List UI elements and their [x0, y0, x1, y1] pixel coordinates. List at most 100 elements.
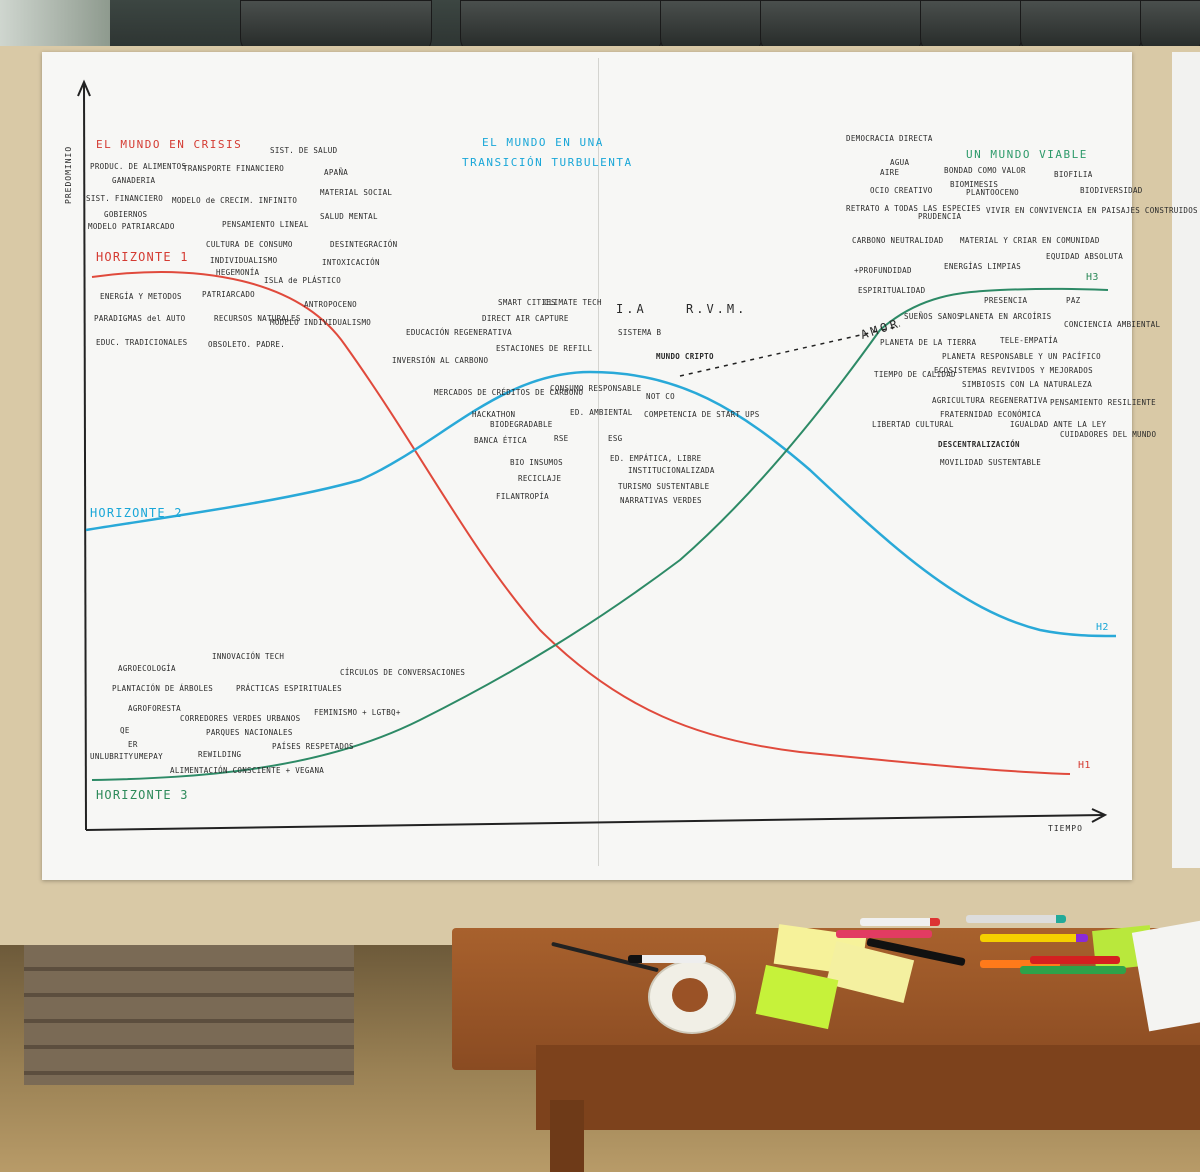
note: QE	[120, 726, 130, 735]
note: MODELO INDIVIDUALISMO	[270, 318, 372, 327]
note: PLANTACIÓN DE ÁRBOLES	[112, 684, 214, 693]
note: IGUALDAD ANTE LA LEY	[1010, 420, 1107, 429]
note: SALUD MENTAL	[320, 212, 378, 221]
paper-seam	[598, 58, 599, 866]
note: MODELO de CRECIM. INFINITO	[172, 196, 298, 205]
note: PRESENCIA	[984, 296, 1028, 305]
note: ESG	[608, 434, 623, 443]
note: ESTACIONES DE REFILL	[496, 344, 593, 353]
note: AGUA	[890, 158, 910, 167]
note: ISLA de PLÁSTICO	[264, 276, 342, 285]
dotted-projection	[679, 325, 901, 377]
note: PARADIGMAS del AUTO	[94, 314, 186, 323]
note: SIST. FINANCIERO	[86, 194, 164, 203]
note: MODELO PATRIARCADO	[88, 222, 175, 231]
marker-yellow	[980, 934, 1088, 942]
x-axis-label: TIEMPO	[1048, 824, 1083, 833]
title-transition-1: EL MUNDO EN UNA	[482, 136, 604, 149]
h2-tag: H2	[1096, 622, 1109, 633]
note: ED. AMBIENTAL	[570, 408, 633, 417]
note: PATRIARCADO	[202, 290, 255, 299]
note: CONSUMO RESPONSABLE	[550, 384, 642, 393]
adjacent-paper	[1172, 52, 1200, 868]
note: OBSOLETO. PADRE.	[208, 340, 286, 349]
note: ANTROPOCENO	[304, 300, 357, 309]
note: BIODIVERSIDAD	[1080, 186, 1143, 195]
note: R.V.M.	[686, 302, 748, 316]
note: AGROECOLOGÍA	[118, 664, 176, 673]
note: CARBONO NEUTRALIDAD	[852, 236, 944, 245]
note: DESCENTRALIZACIÓN	[938, 440, 1020, 449]
note: CORREDORES VERDES URBANOS	[180, 714, 301, 723]
note: ENERGÍAS LIMPIAS	[944, 262, 1022, 271]
horizon-2-label: HORIZONTE 2	[90, 506, 183, 520]
title-crisis: EL MUNDO EN CRISIS	[96, 138, 243, 151]
note: UNLUBRITY	[90, 752, 134, 761]
note: UMEPAY	[134, 752, 163, 761]
marker-pink	[836, 930, 932, 938]
marker-red	[1030, 956, 1120, 964]
note: CLIMATE TECH	[544, 298, 602, 307]
note: EQUIDAD ABSOLUTA	[1046, 252, 1124, 261]
note: REWILDING	[198, 750, 242, 759]
note: SUEÑOS SANOS	[904, 312, 962, 321]
note: PLANETA DE LA TIERRA	[880, 338, 977, 347]
note: CULTURA DE CONSUMO	[206, 240, 293, 249]
note: +PROFUNDIDAD	[854, 266, 912, 275]
note: ESPIRITUALIDAD	[858, 286, 926, 295]
note: PRODUC. DE ALIMENTOS	[90, 162, 187, 171]
marker-green	[966, 915, 1066, 923]
note: CÍRCULOS DE CONVERSACIONES	[340, 668, 466, 677]
note: FEMINISMO + LGTBQ+	[314, 708, 401, 717]
note: COMPETENCIA DE START UPS	[644, 410, 760, 419]
tape-core	[672, 978, 708, 1012]
y-axis	[83, 83, 87, 831]
note: INTOXICACIÓN	[322, 258, 380, 267]
note: ED. EMPÁTICA, LIBRE	[610, 454, 702, 463]
note: TURISMO SUSTENTABLE	[618, 482, 710, 491]
note: DIRECT AIR CAPTURE	[482, 314, 569, 323]
note: ENERGÍA Y METODOS	[100, 292, 182, 301]
note: BIODEGRADABLE	[490, 420, 553, 429]
note: BIOFILIA	[1054, 170, 1093, 179]
note: FRATERNIDAD ECONÓMICA	[940, 410, 1042, 419]
note: PLANTOOCENO	[966, 188, 1019, 197]
note: RSE	[554, 434, 569, 443]
note: NOT CO	[646, 392, 675, 401]
note: OCIO CREATIVO	[870, 186, 933, 195]
note: AGRICULTURA REGENERATIVA	[932, 396, 1048, 405]
marker-orange	[980, 960, 1060, 968]
note: RECICLAJE	[518, 474, 562, 483]
note: RETRATO A TODAS LAS ESPECIES	[846, 204, 981, 213]
note: HACKATHON	[472, 410, 516, 419]
note: PENSAMIENTO LINEAL	[222, 220, 309, 229]
note: TRANSPORTE FINANCIERO	[183, 164, 285, 173]
wooden-crate	[24, 945, 354, 1085]
note: INSTITUCIONALIZADA	[628, 466, 715, 475]
note: AIRE	[880, 168, 900, 177]
marker-green	[1020, 966, 1126, 974]
note: BIOMIMESIS	[950, 180, 999, 189]
y-axis-arrow	[77, 79, 91, 97]
note: I.A	[616, 302, 647, 316]
bench-front	[536, 1045, 1200, 1130]
note: ER	[128, 740, 138, 749]
note: EDUCACIÓN REGENERATIVA	[406, 328, 512, 337]
note: LIBERTAD CULTURAL	[872, 420, 954, 429]
title-transition-2: TRANSICIÓN TURBULENTA	[462, 156, 633, 169]
note: INNOVACIÓN TECH	[212, 652, 285, 661]
note: GOBIERNOS	[104, 210, 148, 219]
note: INDIVIDUALISMO	[210, 256, 278, 265]
note: NARRATIVAS VERDES	[620, 496, 702, 505]
title-viable: UN MUNDO VIABLE	[966, 148, 1088, 161]
note: MOVILIDAD SUSTENTABLE	[940, 458, 1042, 467]
marker-black	[628, 955, 706, 963]
poster-paper	[42, 52, 1132, 880]
h1-tag: H1	[1078, 760, 1091, 771]
h3-curve	[91, 287, 1109, 781]
note: BONDAD COMO VALOR	[944, 166, 1026, 175]
note: BIO INSUMOS	[510, 458, 563, 467]
note: APAÑA	[324, 168, 349, 177]
note: GANADERIA	[112, 176, 156, 185]
